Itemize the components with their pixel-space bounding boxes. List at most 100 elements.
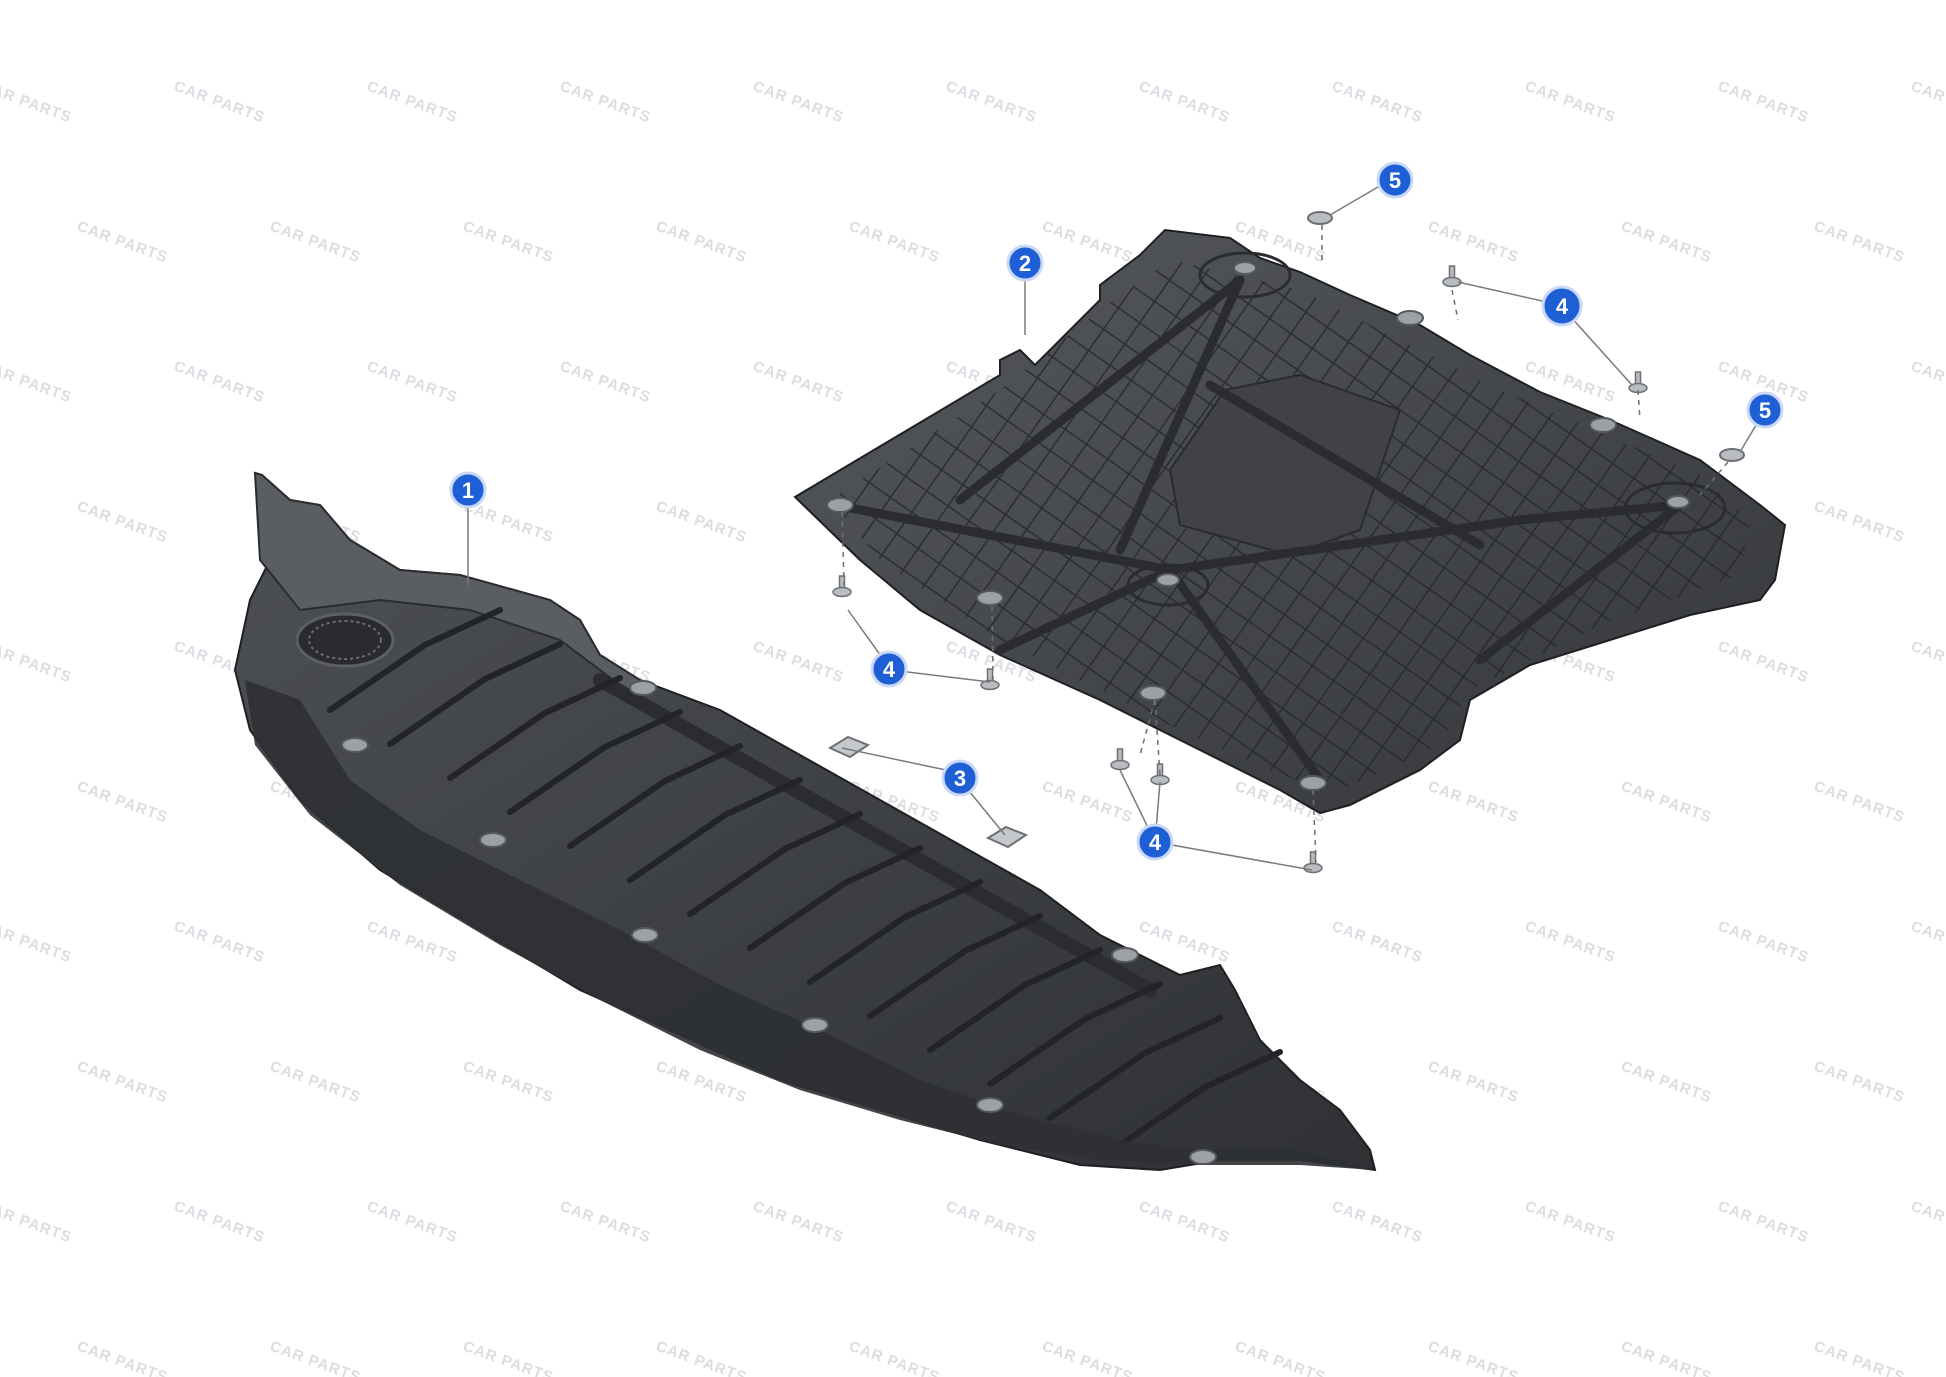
watermark-text: CAR PARTS — [1909, 1198, 1946, 1247]
watermark-text: CAR PARTS — [1619, 1338, 1714, 1377]
watermark-text: CAR PARTS — [1330, 918, 1425, 967]
watermark-text: CAR PARTS — [558, 78, 653, 127]
watermark-text: CAR PARTS — [1426, 1338, 1521, 1377]
panel-2-recess — [1168, 373, 1402, 557]
callout-4a-label: 4 — [1556, 294, 1569, 319]
watermark-text: CAR PARTS — [558, 1198, 653, 1247]
watermark-text: CAR PARTS — [1909, 638, 1946, 687]
watermark-text: CAR PARTS — [654, 498, 749, 547]
watermark-text: CAR PARTS — [172, 1198, 267, 1247]
watermark-text: CAR PARTS — [75, 778, 170, 827]
watermark-text: CAR PARTS — [1909, 358, 1946, 407]
watermark-text: CAR PARTS — [1619, 218, 1714, 267]
watermark-text: CAR PARTS — [75, 1058, 170, 1107]
watermark-text: CAR PARTS — [461, 1338, 556, 1377]
watermark-text: CAR PARTS — [268, 1058, 363, 1107]
shield-rib — [927, 947, 1103, 1053]
callout-5a: 5 — [1376, 161, 1414, 199]
watermark-text: CAR PARTS — [1523, 918, 1618, 967]
watermark-text: CAR PARTS — [1716, 918, 1811, 967]
watermark-text: CAR PARTS — [1426, 778, 1521, 827]
shield-1-front-flange — [245, 680, 1375, 1170]
watermark-text: CAR PARTS — [1523, 78, 1618, 127]
callout-1-label: 1 — [462, 478, 474, 503]
panel-2-mount-holes — [826, 261, 1690, 791]
screw — [1442, 265, 1462, 288]
shield-rib — [867, 913, 1043, 1019]
watermark-text: CAR PARTS — [365, 78, 460, 127]
watermark-text: CAR PARTS — [1330, 1198, 1425, 1247]
watermark-text: CAR PARTS — [1716, 638, 1811, 687]
shield-rib — [807, 879, 983, 985]
watermark-text: CAR PARTS — [558, 358, 653, 407]
watermark-text: CAR PARTS — [1233, 1338, 1328, 1377]
panel-2-ribs — [830, 275, 1685, 785]
shield-rib — [627, 777, 803, 883]
watermark-text: CAR PARTS — [751, 638, 846, 687]
watermark-text: CAR PARTS — [0, 78, 74, 127]
watermark-text: CAR PARTS — [75, 1338, 170, 1377]
watermark-text: CAR PARTS — [1619, 1058, 1714, 1107]
clip-nut-icon — [827, 735, 1029, 849]
shield-rib — [687, 811, 863, 917]
callout-2-label: 2 — [1019, 251, 1031, 276]
watermark-text: CAR PARTS — [1812, 778, 1907, 827]
screw — [1110, 748, 1130, 771]
shield-1-vent-grille — [295, 612, 395, 668]
screw — [832, 575, 852, 598]
rear-underbody-panel-icon — [793, 228, 1787, 815]
callout-5a-label: 5 — [1389, 168, 1401, 193]
callout-5b-label: 5 — [1759, 398, 1771, 423]
shield-rib — [327, 607, 503, 713]
shield-rib — [1047, 1015, 1223, 1121]
watermark-text: CAR PARTS — [268, 1338, 363, 1377]
callout-4c-label: 4 — [1149, 830, 1162, 855]
watermark-text: CAR PARTS — [1137, 78, 1232, 127]
shield-rib — [987, 981, 1163, 1087]
watermark-text: CAR PARTS — [0, 1198, 74, 1247]
watermark-text: CAR PARTS — [461, 1058, 556, 1107]
watermark-text: CAR PARTS — [654, 1338, 749, 1377]
callouts: 1 2 3 4 4 4 5 5 — [449, 161, 1784, 861]
callout-3-label: 3 — [954, 766, 966, 791]
watermark-text: CAR PARTS — [1716, 1198, 1811, 1247]
watermark-text: CAR PARTS — [1040, 1338, 1135, 1377]
watermark-text: CAR PARTS — [654, 218, 749, 267]
shield-rib — [1107, 1049, 1283, 1155]
watermark-text: CAR PARTS — [751, 358, 846, 407]
watermark-text: CAR PARTS — [172, 918, 267, 967]
watermark-text: CAR PARTS — [1909, 918, 1946, 967]
watermark-text: CAR PARTS — [75, 218, 170, 267]
watermark-text: CAR PARTS — [172, 78, 267, 127]
watermark-text: CAR PARTS — [365, 1198, 460, 1247]
watermark-text: CAR PARTS — [1523, 1198, 1618, 1247]
shield-rib — [507, 709, 683, 815]
watermark-text: CAR PARTS — [1137, 918, 1232, 967]
callout-4b: 4 — [870, 650, 908, 688]
washer-nut-icon — [1307, 211, 1745, 462]
watermark-text: CAR PARTS — [268, 218, 363, 267]
shield-1-spine — [593, 673, 1157, 997]
callout-1: 1 — [449, 471, 487, 509]
watermark-text: CAR PARTS — [365, 918, 460, 967]
watermark-text: CAR PARTS — [1330, 78, 1425, 127]
watermark-text: CAR PARTS — [847, 218, 942, 267]
watermark-text: CAR PARTS — [1426, 218, 1521, 267]
watermark-text: CAR PARTS — [0, 638, 74, 687]
watermark-text: CAR PARTS — [1426, 1058, 1521, 1107]
watermark-text: CAR PARTS — [1812, 218, 1907, 267]
shield-1-mount-holes — [341, 680, 1217, 1165]
shield-1-wall — [253, 471, 641, 702]
watermark-text: CAR PARTS — [0, 358, 74, 407]
watermark-text: CAR PARTS — [1812, 498, 1907, 547]
watermark-text: CAR PARTS — [172, 358, 267, 407]
watermark-text: CAR PARTS — [944, 1198, 1039, 1247]
watermark-text: CAR PARTS — [944, 78, 1039, 127]
callout-2: 2 — [1006, 244, 1044, 282]
screw — [1303, 851, 1323, 874]
watermark-text: CAR PARTS — [1909, 78, 1946, 127]
watermark-text: CAR PARTS — [751, 1198, 846, 1247]
watermark-text: CAR PARTS — [1716, 78, 1811, 127]
callout-3: 3 — [941, 759, 979, 797]
fasteners — [827, 211, 1745, 874]
